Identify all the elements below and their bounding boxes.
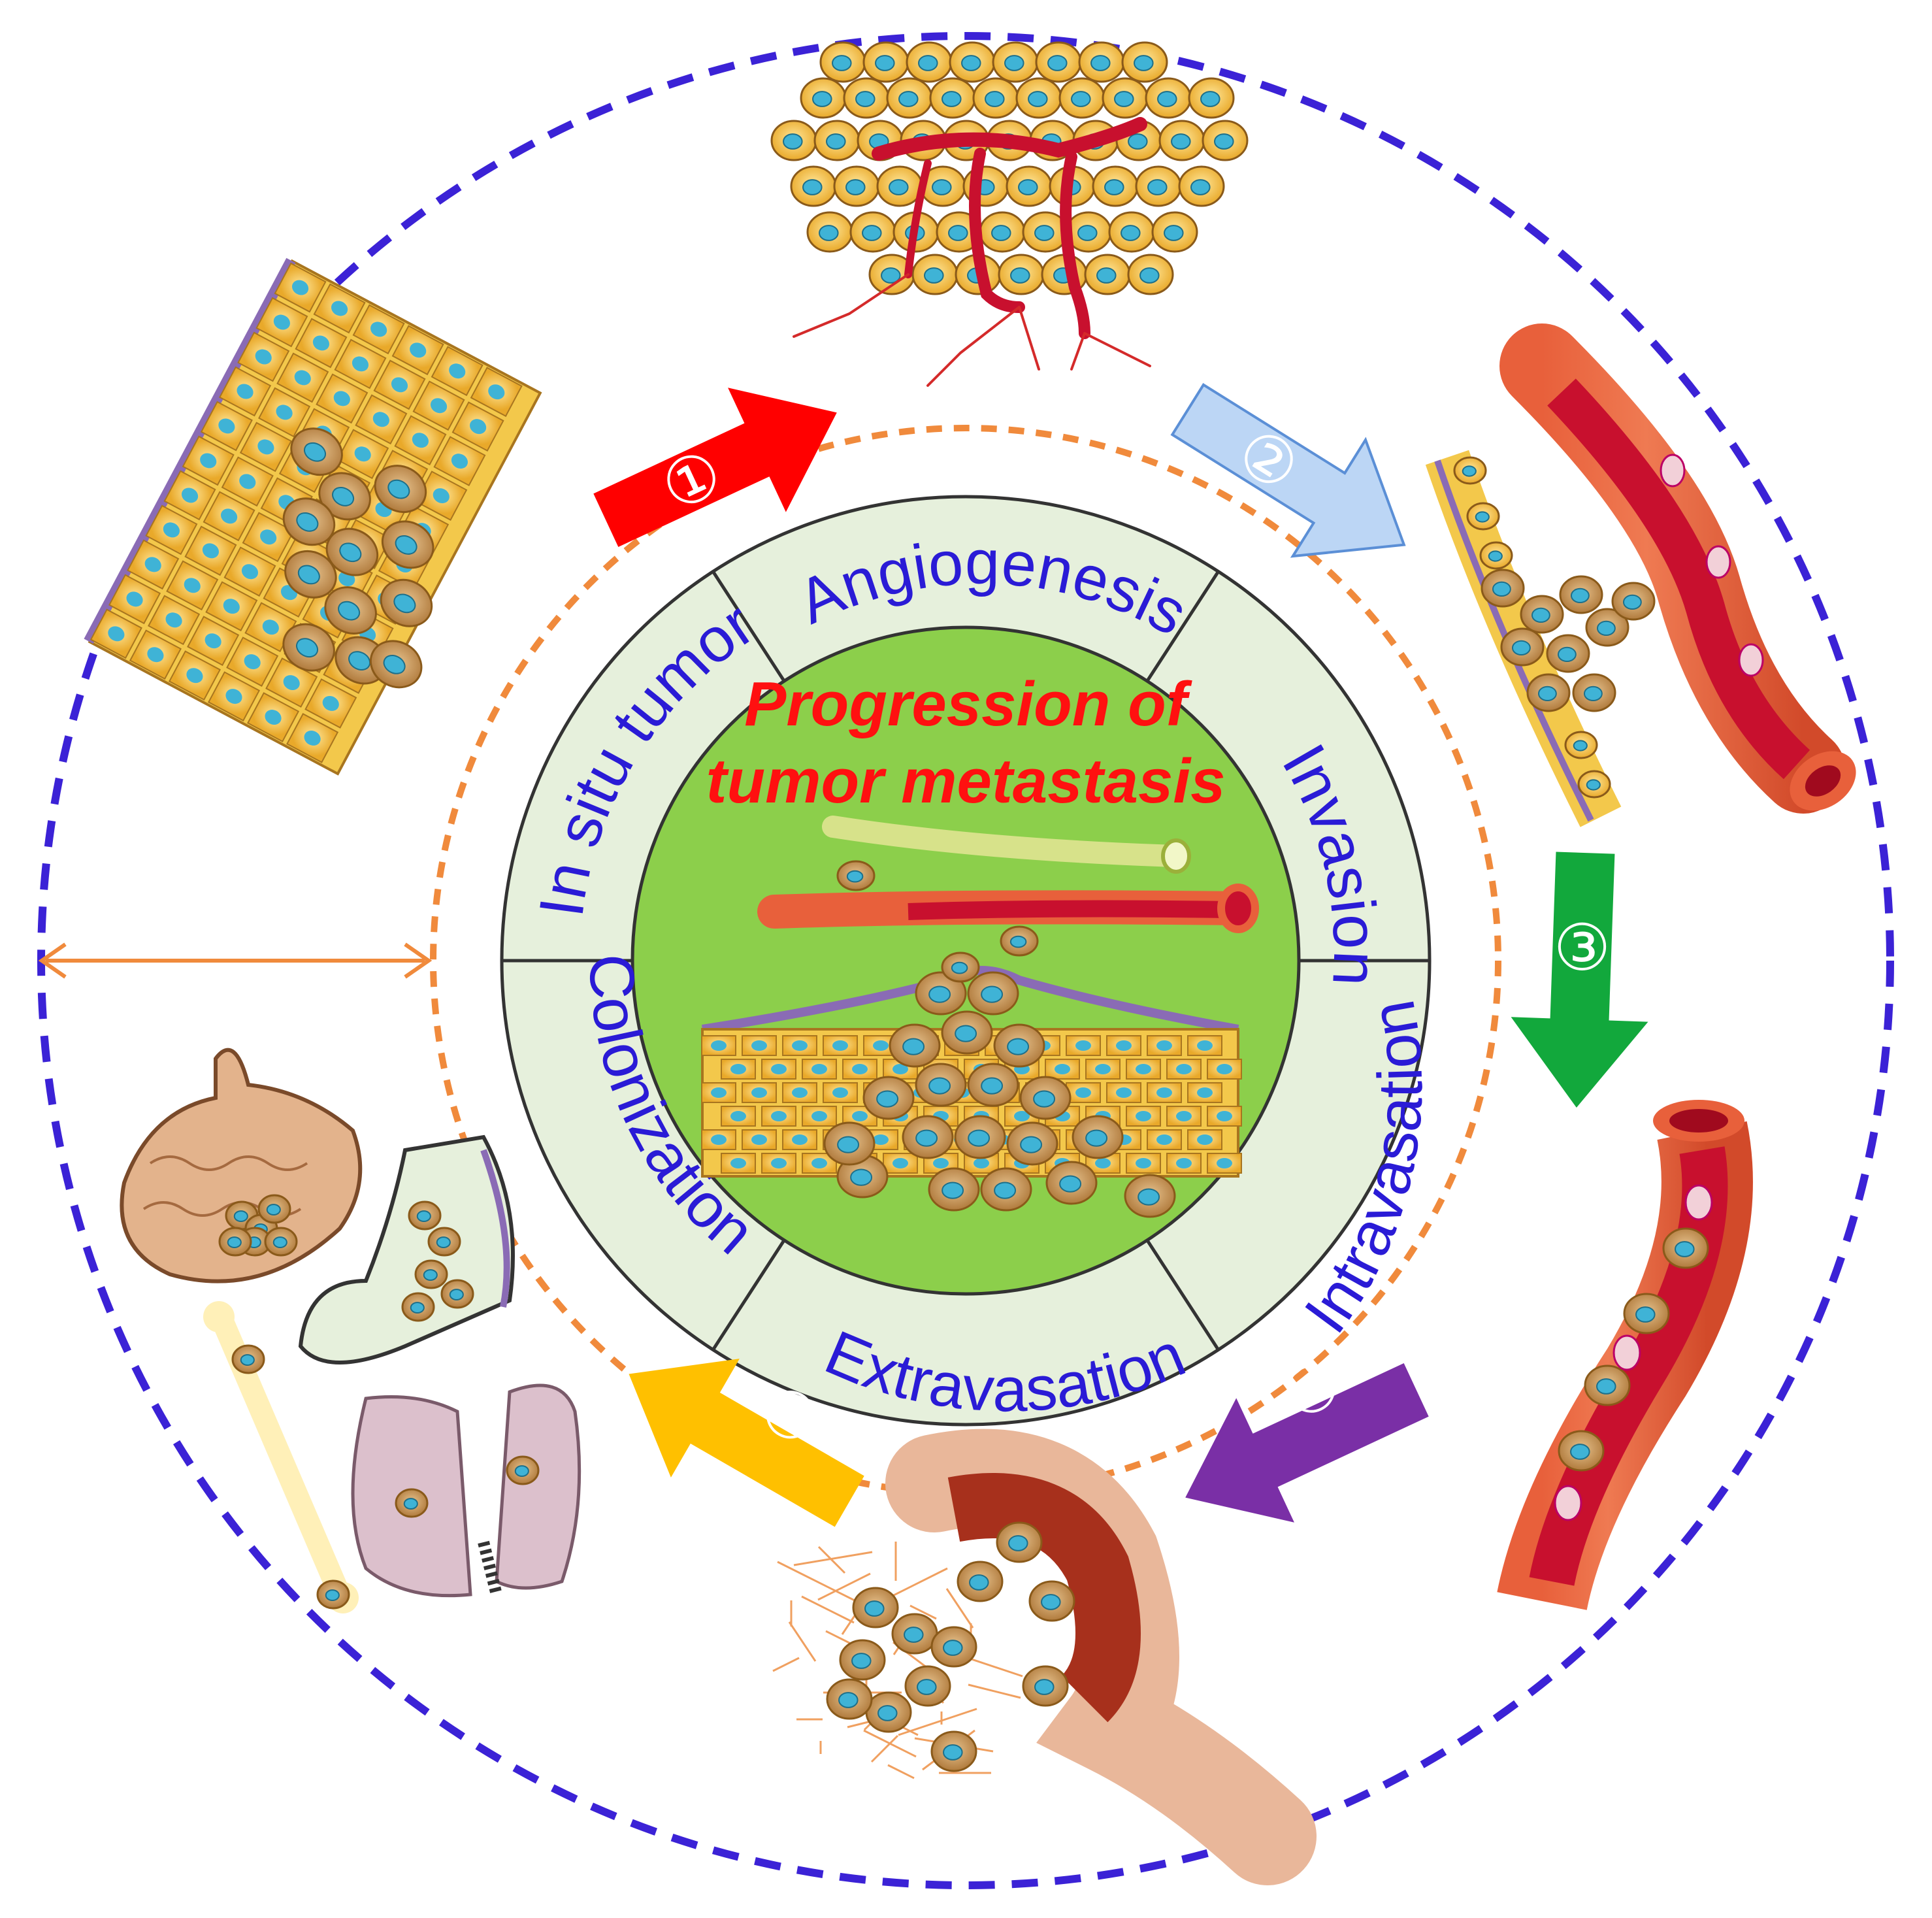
extravasation-icon [772,1429,1317,1885]
center-illustration-icon [701,816,1259,1218]
step-number-3: ③ [1553,912,1611,984]
blood-vessel-icon [1497,1100,1753,1611]
center-title-line-2: tumor metastasis [706,746,1226,816]
step-arrow-3: ③ [1511,852,1648,1108]
step-arrow-1: ① [593,388,837,547]
ring-dividers [502,570,1430,1351]
invasion-vessel-icon [1425,323,1856,827]
center-title-line-1: Progression of [744,669,1192,739]
epithelium-tumor-icon [84,257,542,776]
radius-arrow [38,942,433,979]
angiogenesis-tumor-icon [770,41,1249,387]
target-organs-icon [120,1048,581,1613]
